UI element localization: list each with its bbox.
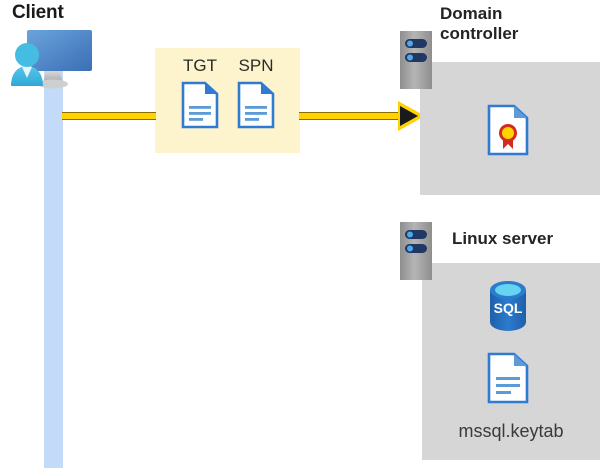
kerberos-ticket-box: TGT SPN [155,48,300,153]
certificate-document-icon [487,104,529,156]
tgt-label: TGT [183,56,217,75]
client-label: Client [12,2,64,23]
client-user-monitor-icon [6,26,96,94]
domain-controller-server-rack-icon [400,31,432,89]
client-lifeline [44,68,63,468]
sql-database-icon: SQL [484,280,532,332]
domain-controller-title-line2: controller [440,24,519,44]
request-arrow-segment-left [62,112,156,120]
request-arrow-head-icon [398,101,426,131]
domain-controller-title-line1: Domain [440,4,503,23]
keytab-document-icon [487,352,529,404]
request-arrow-segment-right [299,112,404,120]
linux-server-rack-icon [400,222,432,280]
tgt-document-icon [181,81,219,129]
spn-document-icon [237,81,275,129]
spn-label: SPN [238,56,274,75]
domain-controller-title: Domain controller [440,4,600,45]
svg-text:SQL: SQL [494,300,523,316]
linux-server-title: Linux server [452,229,554,248]
keytab-filename-label: mssql.keytab [458,421,564,441]
